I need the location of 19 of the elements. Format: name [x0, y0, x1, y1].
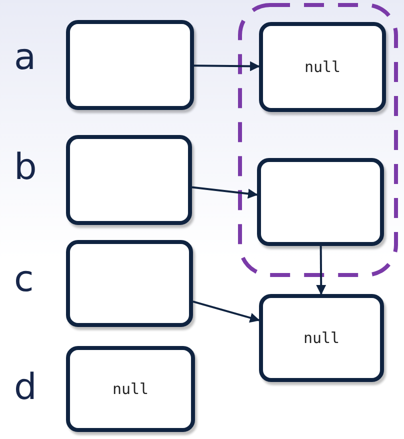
arrow [192, 186, 258, 199]
arrow [316, 246, 326, 295]
variable-name: d [14, 370, 37, 406]
dashed-group [238, 3, 398, 277]
null-value: null [304, 58, 341, 76]
null-value: null [303, 329, 340, 347]
empty-box [257, 158, 384, 246]
value-box [259, 294, 384, 382]
arrow [192, 300, 260, 323]
empty-box [66, 135, 192, 225]
variable-name: b [14, 150, 37, 186]
arrow [194, 61, 260, 72]
empty-box [66, 20, 194, 110]
value-box [66, 346, 195, 432]
variable-name: c [14, 262, 34, 298]
variable-name: a [14, 40, 36, 76]
empty-box [66, 240, 193, 327]
value-box [259, 22, 386, 112]
null-value: null [112, 380, 149, 398]
